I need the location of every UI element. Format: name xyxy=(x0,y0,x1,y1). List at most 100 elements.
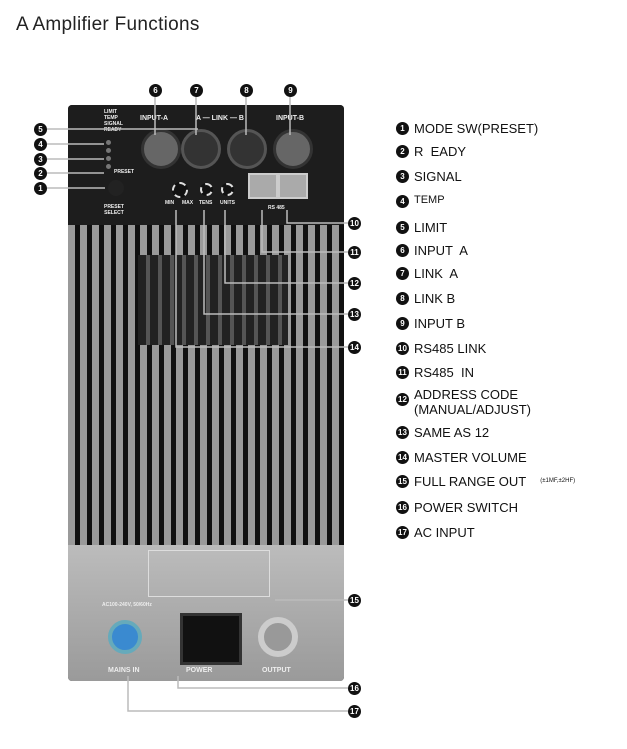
legend-badge: 9 xyxy=(396,317,409,330)
callout-line-12 xyxy=(224,210,348,284)
output-connector xyxy=(258,617,298,657)
warning-label xyxy=(148,550,270,597)
legend-item: 14 MASTER VOLUME xyxy=(396,450,527,465)
address-units-dial[interactable] xyxy=(221,183,234,196)
legend-item: 12 ADDRESS CODE (MANUAL/ADJUST) xyxy=(396,387,546,417)
callout-badge-12: 12 xyxy=(348,277,361,290)
legend-badge: 6 xyxy=(396,244,409,257)
legend-badge: 11 xyxy=(396,366,409,379)
legend-badge: 4 xyxy=(396,195,409,208)
label-input-a: INPUT-A xyxy=(140,115,168,122)
preset-select-button[interactable] xyxy=(108,180,124,196)
callout-badge-7: 7 xyxy=(190,84,203,97)
legend-item: 5 LIMIT xyxy=(396,220,447,235)
callout-line-14 xyxy=(175,210,348,348)
callout-badge-6: 6 xyxy=(149,84,162,97)
page-title: A Amplifier Functions xyxy=(16,14,200,35)
legend-badge: 12 xyxy=(396,393,409,406)
led-signal xyxy=(106,156,111,161)
legend-label: R EADY xyxy=(414,144,467,159)
input-b-connector xyxy=(273,129,313,169)
legend-badge: 16 xyxy=(396,501,409,514)
rs485-in-port xyxy=(248,173,278,199)
legend-label: MODE SW(PRESET) xyxy=(414,121,539,136)
callout-badge-3: 3 xyxy=(34,153,47,166)
legend-label: INPUT A xyxy=(414,243,468,258)
label-min: MIN xyxy=(165,200,175,206)
legend-label: POWER SWITCH xyxy=(414,500,518,515)
legend-item: 13 SAME AS 12 xyxy=(396,425,489,440)
rs485-link-port xyxy=(278,173,308,199)
legend-badge: 15 xyxy=(396,475,409,488)
legend-item: 10 RS485 LINK xyxy=(396,341,486,356)
legend-badge: 8 xyxy=(396,292,409,305)
callout-badge-10: 10 xyxy=(348,217,361,230)
led-temp xyxy=(106,148,111,153)
callout-badge-2: 2 xyxy=(34,167,47,180)
callout-badge-4: 4 xyxy=(34,138,47,151)
legend-badge: 17 xyxy=(396,526,409,539)
label-output: OUTPUT xyxy=(262,667,291,674)
legend-label: MASTER VOLUME xyxy=(414,450,527,465)
label-led-signal: SIGNAL xyxy=(104,121,123,127)
legend-badge: 3 xyxy=(396,170,409,183)
power-switch[interactable] xyxy=(180,613,242,665)
legend-badge: 10 xyxy=(396,342,409,355)
label-led-temp: TEMP xyxy=(104,115,118,121)
label-mains-in: MAINS IN xyxy=(108,667,140,674)
callout-badge-15: 15 xyxy=(348,594,361,607)
legend-item: 6 INPUT A xyxy=(396,243,468,258)
label-tens: TENS xyxy=(199,200,213,206)
label-max: MAX xyxy=(182,200,194,206)
led-limit xyxy=(106,140,111,145)
master-volume-knob[interactable] xyxy=(172,182,188,198)
callout-badge-9: 9 xyxy=(284,84,297,97)
callout-badge-8: 8 xyxy=(240,84,253,97)
callout-line-13 xyxy=(203,210,348,315)
link-b-connector xyxy=(227,129,267,169)
label-link: A — LINK — B xyxy=(196,115,244,122)
amplifier-panel-photo: INPUT-A A — LINK — B INPUT-B LIMIT TEMP … xyxy=(68,105,344,681)
callout-line-17 xyxy=(127,676,348,712)
callout-badge-17: 17 xyxy=(348,705,361,718)
label-rs485: RS 485 xyxy=(268,205,285,211)
callout-badge-14: 14 xyxy=(348,341,361,354)
legend-item: 8 LINK B xyxy=(396,291,455,306)
legend-item: 3 SIGNAL xyxy=(396,169,462,184)
legend-badge: 5 xyxy=(396,221,409,234)
label-led-limit: LIMIT xyxy=(104,109,118,115)
label-preset: PRESET xyxy=(114,169,135,175)
legend-label: INPUT B xyxy=(414,316,466,331)
callout-badge-1: 1 xyxy=(34,182,47,195)
legend-label: SAME AS 12 xyxy=(414,425,490,440)
legend-label: ADDRESS CODE (MANUAL/ADJUST) xyxy=(414,387,532,417)
legend-item: 9 INPUT B xyxy=(396,316,465,331)
callout-badge-13: 13 xyxy=(348,308,361,321)
legend-label: RS485 LINK xyxy=(414,341,487,356)
legend-item: 4 TEMP xyxy=(396,194,445,208)
legend-item: 16 POWER SWITCH xyxy=(396,500,518,515)
address-tens-dial[interactable] xyxy=(200,183,213,196)
label-preset-select: PRESET SELECT xyxy=(103,204,124,216)
legend-label: AC INPUT xyxy=(414,525,475,540)
legend-item: 17 AC INPUT xyxy=(396,525,475,540)
callout-badge-11: 11 xyxy=(348,246,361,259)
label-units: UNITS xyxy=(220,200,235,206)
legend-label: LINK B xyxy=(414,291,456,306)
legend-badge: 14 xyxy=(396,451,409,464)
led-ready xyxy=(106,164,111,169)
legend-badge: 7 xyxy=(396,267,409,280)
legend-label: LIMIT xyxy=(414,220,448,235)
legend-label: SIGNAL xyxy=(414,169,462,184)
callout-badge-16: 16 xyxy=(348,682,361,695)
callout-line-11 xyxy=(261,210,348,253)
legend-badge: 13 xyxy=(396,426,409,439)
legend-label: TEMP xyxy=(414,194,445,206)
callout-badge-5: 5 xyxy=(34,123,47,136)
